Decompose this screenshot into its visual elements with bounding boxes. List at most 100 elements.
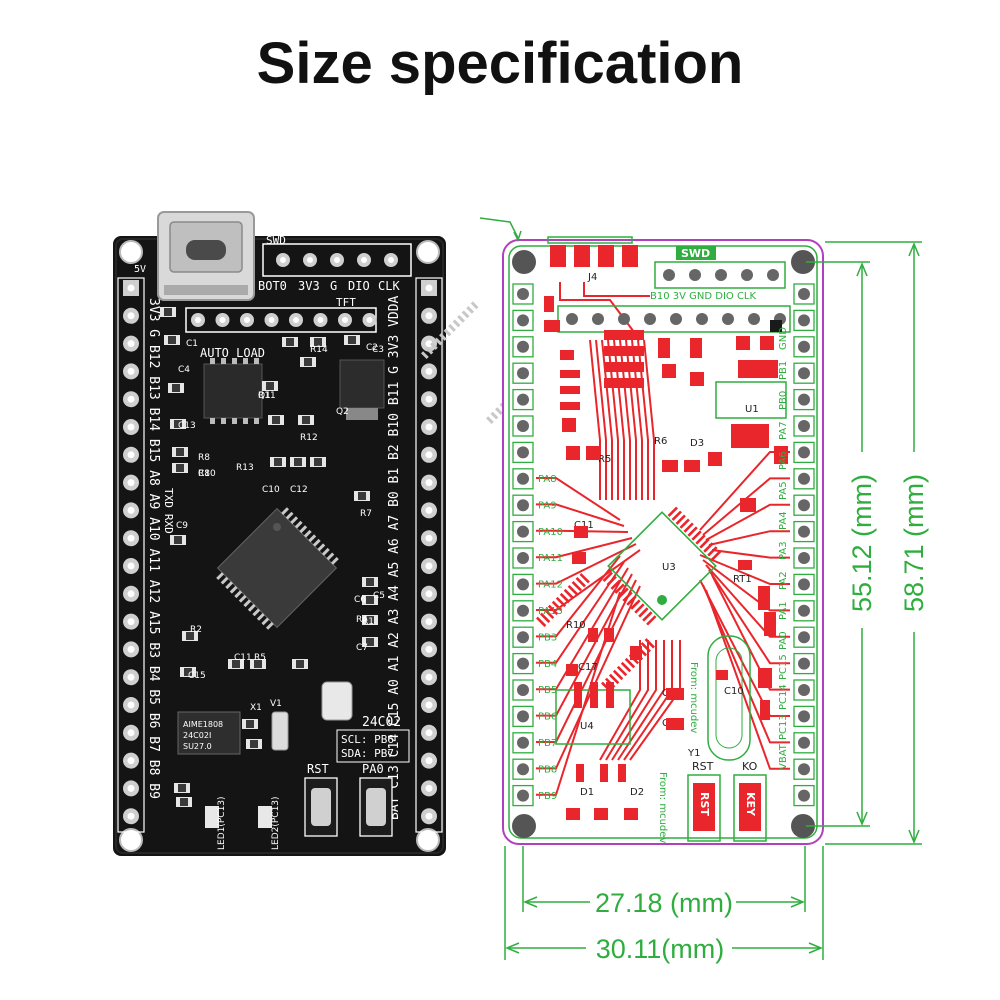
layout-pad-frame (512, 547, 534, 569)
part-label: R13 (236, 463, 254, 473)
led1 (205, 806, 219, 828)
ch340-chip (203, 363, 263, 419)
part-label: R14 (310, 345, 328, 355)
layout-left-label: PB4 (538, 659, 557, 670)
layout-mcu-leg (551, 600, 563, 612)
smd-body (294, 458, 302, 466)
layout-swd-pad (663, 269, 675, 281)
pin-hole-center (425, 423, 433, 431)
layout-pad-frame (512, 283, 534, 305)
layout-pad (798, 288, 810, 300)
mcu-leg (238, 594, 247, 603)
smd-body (246, 720, 254, 728)
crystal-small (271, 711, 289, 751)
trace (605, 640, 649, 761)
layout-pad (517, 446, 529, 459)
layout-right-label: PB0 (778, 391, 789, 410)
mcu-leg (303, 529, 312, 538)
layout-pad-frame (793, 626, 815, 648)
pin-hole-center (127, 340, 135, 348)
layout-left-label: PA15 (538, 606, 563, 617)
pin-hole-center (425, 673, 433, 681)
layout-mcu-leg (671, 510, 682, 521)
mcu-leg (443, 328, 452, 337)
trace (536, 529, 629, 533)
layout-smd-pad (572, 552, 586, 564)
trace (705, 589, 790, 770)
smd-body (274, 458, 282, 466)
layout-pad-frame (512, 652, 534, 675)
layout-pad (517, 789, 529, 802)
rst-button-label: RST (307, 762, 329, 776)
mcu-leg (229, 585, 238, 594)
scl-label: SCL: PB6 (341, 733, 394, 746)
trace (708, 530, 790, 546)
layout-tft-square-pad (770, 320, 782, 332)
layout-smd-pad (738, 360, 778, 378)
mcu-leg (420, 351, 429, 359)
smd-body (272, 416, 280, 424)
layout-pad (798, 472, 810, 485)
layout-smd-pad (590, 682, 598, 708)
layout-mcu-leg (606, 575, 617, 586)
smd-body (366, 638, 374, 646)
eeprom-label: 24C02 (362, 715, 401, 730)
layout-mcu-leg (563, 588, 575, 600)
layout-right-label: PA5 (778, 481, 789, 500)
layout-smd-pad (618, 764, 626, 782)
layout-key-button-text: KEY (744, 792, 757, 817)
layout-mcu-leg (707, 546, 718, 557)
layout-part-label: Y1 (687, 748, 700, 759)
layout-pad (798, 525, 810, 538)
layout-pad-frame (793, 758, 815, 780)
layout-smd-pad (562, 418, 576, 432)
left-header-outline (117, 277, 145, 833)
layout-pad-frame (793, 362, 815, 384)
layout-tft-pads (566, 313, 786, 332)
chip-leg (210, 358, 215, 364)
smd-body (180, 798, 188, 806)
layout-right-label: PA2 (778, 571, 789, 590)
corner-arrow-icon (479, 217, 519, 239)
trace (536, 555, 621, 638)
mcu-leg (452, 319, 461, 328)
rst-button (304, 777, 338, 837)
pin-hole-center (127, 673, 135, 681)
pin-hole-center (127, 395, 135, 403)
mcu-leg (299, 525, 308, 534)
layout-right-label: PA7 (778, 421, 789, 440)
swd-pin-holes (276, 253, 398, 267)
layout-smd-pad (606, 682, 614, 708)
layout-pad-frame (793, 468, 815, 490)
led2-label: LED2(PC13) (271, 796, 281, 850)
layout-smd-pad (560, 402, 580, 410)
layout-mcu-leg (547, 604, 559, 616)
mcu-leg (243, 599, 252, 608)
trace (583, 282, 650, 297)
part-label: Q2 (336, 407, 349, 417)
part-label: C4 (178, 365, 190, 375)
pin-hole-center (127, 562, 135, 570)
layout-smd-pad (586, 446, 600, 460)
layout-left-pads (512, 283, 534, 807)
layout-right-label: PC13 (778, 714, 789, 740)
mcu-leg (490, 411, 499, 420)
chip-legs (210, 358, 259, 424)
pin-hole-center (127, 451, 135, 459)
layout-pad (798, 499, 810, 512)
layout-part-label: C11 (574, 520, 594, 531)
layout-tft-pad (748, 313, 760, 325)
layout-mcu-leg (691, 530, 702, 541)
right-header-outline (415, 277, 443, 833)
layout-pad-frame (793, 283, 815, 305)
layout-pad (517, 472, 529, 485)
layout-smd-pad (576, 764, 584, 782)
smd-body (232, 660, 240, 668)
layout-usb-pads (547, 236, 638, 267)
layout-mcu-leg (638, 607, 649, 618)
pa0-button (359, 777, 393, 837)
layout-pad-frame (793, 652, 815, 675)
layout-crystal-inner (715, 647, 743, 749)
crystal-x1 (321, 681, 353, 721)
mcu-leg (256, 612, 265, 621)
